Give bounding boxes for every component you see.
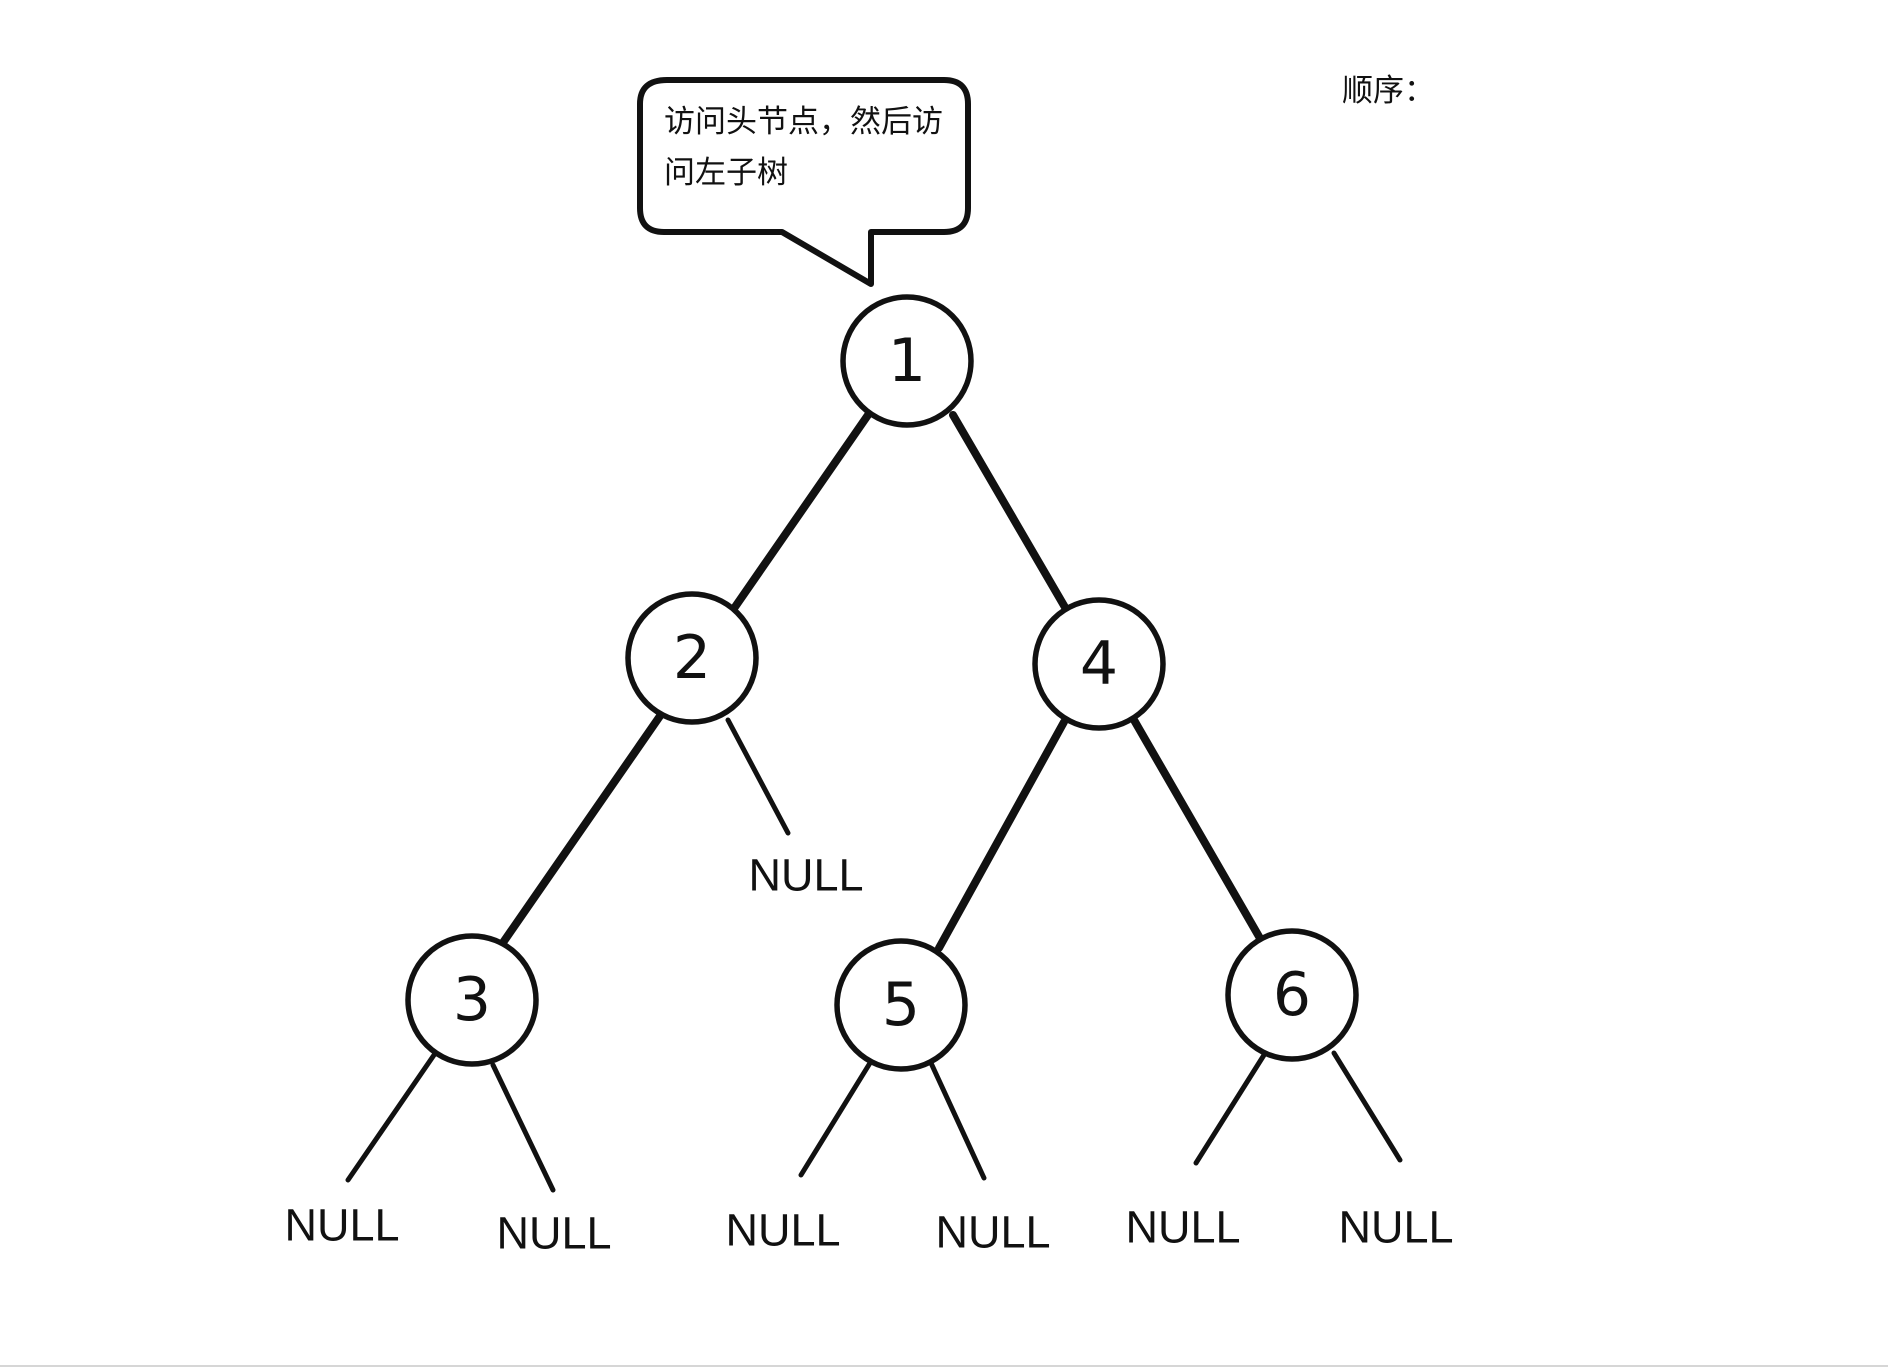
order-label: 顺序：	[1342, 73, 1435, 109]
tree-node: 2	[625, 591, 759, 725]
node-label-5: 5	[882, 970, 920, 1040]
tree-edges	[345, 411, 1403, 1193]
edge-5-null-right	[928, 1060, 987, 1181]
edge-6-null-right	[1331, 1050, 1403, 1163]
edge-4-5	[935, 718, 1068, 952]
edge-3-null-right	[490, 1062, 556, 1193]
null-label-3-left: NULL	[284, 1200, 399, 1251]
null-label-3-right: NULL	[496, 1208, 611, 1259]
node-label-3: 3	[453, 965, 491, 1035]
null-label-5-right: NULL	[935, 1207, 1050, 1258]
callout-text-line2: 问左子树	[664, 155, 788, 191]
tree-node: 5	[834, 938, 968, 1072]
node-circle-4	[1032, 597, 1166, 731]
node-label-6: 6	[1273, 960, 1311, 1030]
edge-1-2	[731, 411, 872, 611]
callout-text-line1: 访问头节点，然后访	[664, 104, 943, 140]
null-label-6-left: NULL	[1125, 1202, 1240, 1253]
edge-2-null	[725, 717, 791, 836]
tree-node: 6	[1225, 928, 1359, 1062]
node-circle-6	[1225, 928, 1359, 1062]
null-label-5-left: NULL	[725, 1205, 840, 1256]
null-label-6-right: NULL	[1338, 1202, 1453, 1253]
node-circle-5	[834, 938, 968, 1072]
tree-node: 3	[405, 933, 539, 1067]
node-circle-2	[625, 591, 759, 725]
callout-shape	[637, 77, 971, 287]
callout-bubble: 访问头节点，然后访 问左子树	[637, 77, 971, 287]
node-label-4: 4	[1080, 629, 1118, 699]
node-circle-3	[405, 933, 539, 1067]
tree-node: 1	[840, 294, 974, 428]
node-circle-1	[840, 294, 974, 428]
null-label-2-right: NULL	[748, 850, 863, 901]
edge-4-6	[1130, 716, 1265, 944]
edge-5-null-left	[798, 1060, 873, 1178]
edge-1-4	[949, 411, 1070, 613]
edge-6-null-left	[1193, 1052, 1267, 1166]
tree-node: 4	[1032, 597, 1166, 731]
node-label-1: 1	[888, 326, 926, 396]
edge-3-null-left	[345, 1052, 437, 1183]
node-label-2: 2	[673, 623, 711, 693]
edge-2-3	[498, 712, 664, 948]
